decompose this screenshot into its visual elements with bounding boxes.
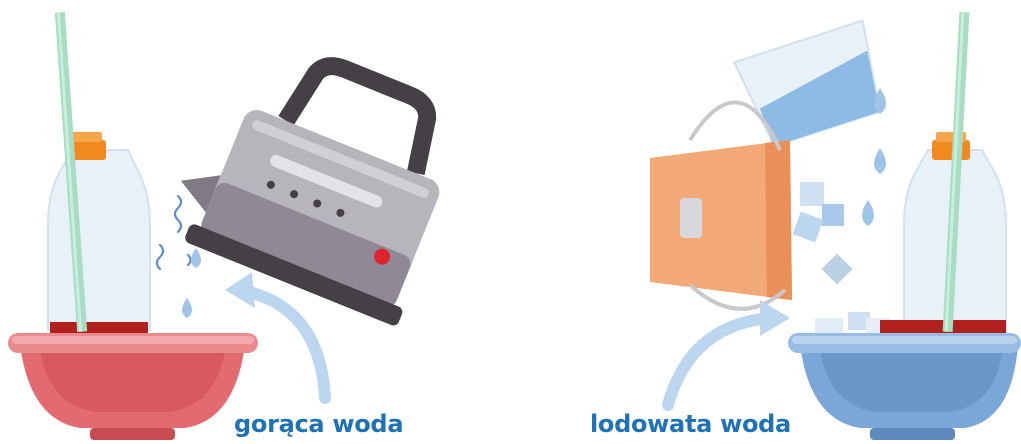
ice-cubes-icon — [793, 182, 890, 336]
caption-ice-water: lodowata woda — [590, 412, 791, 436]
water-glass-icon — [734, 21, 891, 150]
ice-bucket-icon — [650, 102, 792, 308]
steam-icon — [157, 196, 191, 269]
caption-hot-water: gorąca woda — [234, 412, 403, 436]
hot-bowl-icon — [8, 333, 258, 440]
bottle-right-icon — [880, 132, 1006, 340]
cold-bowl-icon — [788, 333, 1021, 440]
bottle-left-icon — [48, 132, 150, 340]
kettle-icon — [160, 28, 479, 328]
arrow-right-icon — [668, 300, 790, 405]
water-drops-left-icon — [182, 248, 201, 318]
